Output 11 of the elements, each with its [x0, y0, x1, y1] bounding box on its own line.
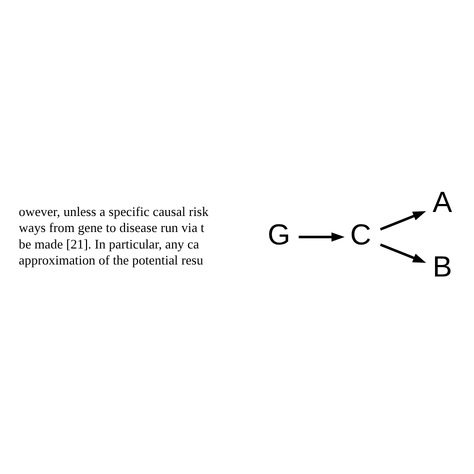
label: ways from gene to disease run via t	[18, 220, 204, 236]
label: approximation of the potential resu	[18, 252, 204, 268]
node-text: G	[268, 219, 290, 252]
arrow	[380, 211, 426, 231]
node-text: C	[350, 219, 372, 252]
label: be made [21]. In particular, any ca	[18, 236, 200, 252]
arrow	[380, 243, 426, 263]
label: owever, unless a specific causal risk	[18, 204, 209, 220]
arrow	[298, 232, 345, 242]
node-text: B	[432, 251, 452, 284]
node-text: A	[432, 187, 452, 220]
